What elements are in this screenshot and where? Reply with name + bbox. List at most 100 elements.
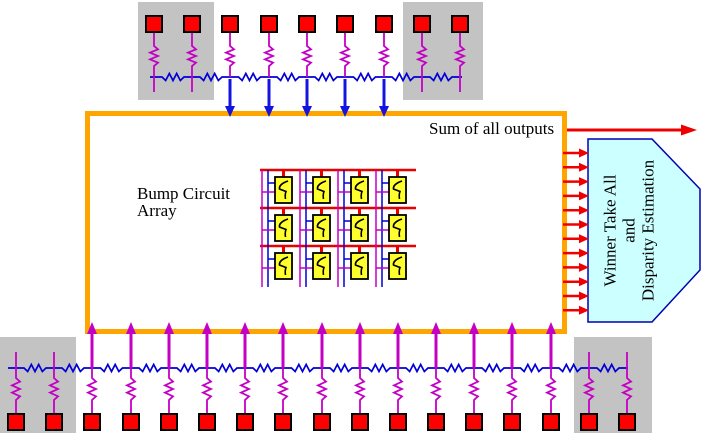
bump-curve-icon: [278, 256, 289, 276]
bottom-receptor-wire: [276, 368, 290, 414]
input-arrowhead: [240, 322, 250, 334]
bottom-receptor-wire: [544, 368, 558, 414]
bump-array-label: Bump Circuit Array: [137, 184, 231, 220]
output-arrowhead: [579, 220, 589, 229]
top-receptor-wire: [453, 32, 467, 77]
input-arrowhead: [302, 106, 312, 117]
input-arrowhead: [469, 322, 479, 334]
bump-curve-icon: [392, 180, 403, 200]
bottom-receptor-wire: [391, 368, 405, 414]
wta-line-3: Disparity Estimation: [638, 159, 658, 302]
photoreceptor-square: [260, 15, 278, 33]
top-receptor-wire: [223, 32, 237, 77]
photoreceptor-square: [542, 413, 560, 431]
top-receptor-wire: [262, 32, 276, 77]
bottom-receptor-wire: [238, 368, 252, 414]
photoreceptor-square: [503, 413, 521, 431]
output-arrowhead: [579, 148, 589, 158]
output-arrowhead: [579, 191, 589, 201]
top-receptor-wire: [300, 32, 314, 77]
photoreceptor-square: [375, 15, 393, 33]
bump-curve-icon: [354, 218, 365, 238]
input-arrowhead: [393, 322, 403, 334]
input-arrowhead: [87, 322, 97, 334]
bottom-receptor-wire: [620, 368, 634, 414]
photoreceptor-square: [413, 15, 431, 33]
photoreceptor-square: [389, 413, 407, 431]
output-arrowhead: [579, 234, 589, 244]
output-arrowhead: [579, 277, 589, 287]
photoreceptor-square: [336, 15, 354, 33]
wta-block-label: Winner Take All and Disparity Estimation: [601, 138, 658, 324]
photoreceptor-square: [7, 413, 25, 431]
bottom-resistor-chain: [8, 362, 628, 374]
input-arrowhead: [278, 322, 288, 334]
photoreceptor-square: [83, 413, 101, 431]
bottom-receptor-wire: [85, 368, 99, 414]
input-arrowhead: [317, 322, 327, 334]
input-arrowhead: [355, 322, 365, 334]
bottom-receptor-wire: [505, 368, 519, 414]
photoreceptor-square: [236, 413, 254, 431]
input-arrowhead: [126, 322, 136, 334]
photoreceptor-square: [313, 413, 331, 431]
output-arrowhead: [579, 248, 589, 258]
top-receptor-wire: [415, 32, 429, 77]
photoreceptor-square: [160, 413, 178, 431]
sum-of-outputs-label: Sum of all outputs: [429, 119, 555, 138]
bump-curve-icon: [316, 218, 327, 238]
bump-curve-icon: [392, 218, 403, 238]
bottom-receptor-wire: [162, 368, 176, 414]
photoreceptor-square: [465, 413, 483, 431]
output-arrowhead: [579, 177, 589, 187]
output-arrowhead: [579, 291, 589, 301]
bump-curve-icon: [392, 256, 403, 276]
bump-curve-icon: [316, 180, 327, 200]
photoreceptor-square: [221, 15, 239, 33]
bottom-receptor-wire: [467, 368, 481, 414]
photoreceptor-square: [274, 413, 292, 431]
wta-line-2: and: [619, 218, 639, 243]
bump-curve-icon: [316, 256, 327, 276]
photoreceptor-square: [580, 413, 598, 431]
input-arrowhead: [507, 322, 517, 334]
output-arrowhead: [579, 305, 589, 315]
photoreceptor-square: [451, 15, 469, 33]
top-receptor-wire: [185, 32, 199, 77]
photoreceptor-square: [183, 15, 201, 33]
bottom-receptor-wire: [353, 368, 367, 414]
bottom-receptor-wire: [429, 368, 443, 414]
top-receptor-wire: [377, 32, 391, 77]
input-arrowhead: [202, 322, 212, 334]
input-arrowhead: [431, 322, 441, 334]
output-arrowhead: [579, 205, 589, 215]
bottom-receptor-wire: [124, 368, 138, 414]
input-arrowhead: [225, 106, 235, 117]
wta-polygon: [587, 138, 701, 323]
bottom-receptor-wire: [200, 368, 214, 414]
output-arrowhead: [579, 162, 589, 172]
top-receptor-wire: [338, 32, 352, 77]
photoreceptor-square: [122, 413, 140, 431]
photoreceptor-square: [145, 15, 163, 33]
bump-curve-icon: [278, 180, 289, 200]
photoreceptor-square: [351, 413, 369, 431]
bump-curve-icon: [354, 256, 365, 276]
bottom-receptor-wire: [582, 368, 596, 414]
input-arrowhead: [379, 106, 389, 117]
input-arrowhead: [264, 106, 274, 117]
bottom-receptor-wire: [47, 368, 61, 414]
wta-line-1: Winner Take All: [600, 174, 620, 287]
input-arrowhead: [546, 322, 556, 334]
bottom-receptor-wire: [9, 368, 23, 414]
photoreceptor-square: [427, 413, 445, 431]
bottom-receptor-wire: [315, 368, 329, 414]
photoreceptor-square: [618, 413, 636, 431]
bump-curve-icon: [354, 180, 365, 200]
photoreceptor-square: [298, 15, 316, 33]
input-arrowhead: [340, 106, 350, 117]
photoreceptor-square: [198, 413, 216, 431]
bump-curve-icon: [278, 218, 289, 238]
photoreceptor-square: [45, 413, 63, 431]
